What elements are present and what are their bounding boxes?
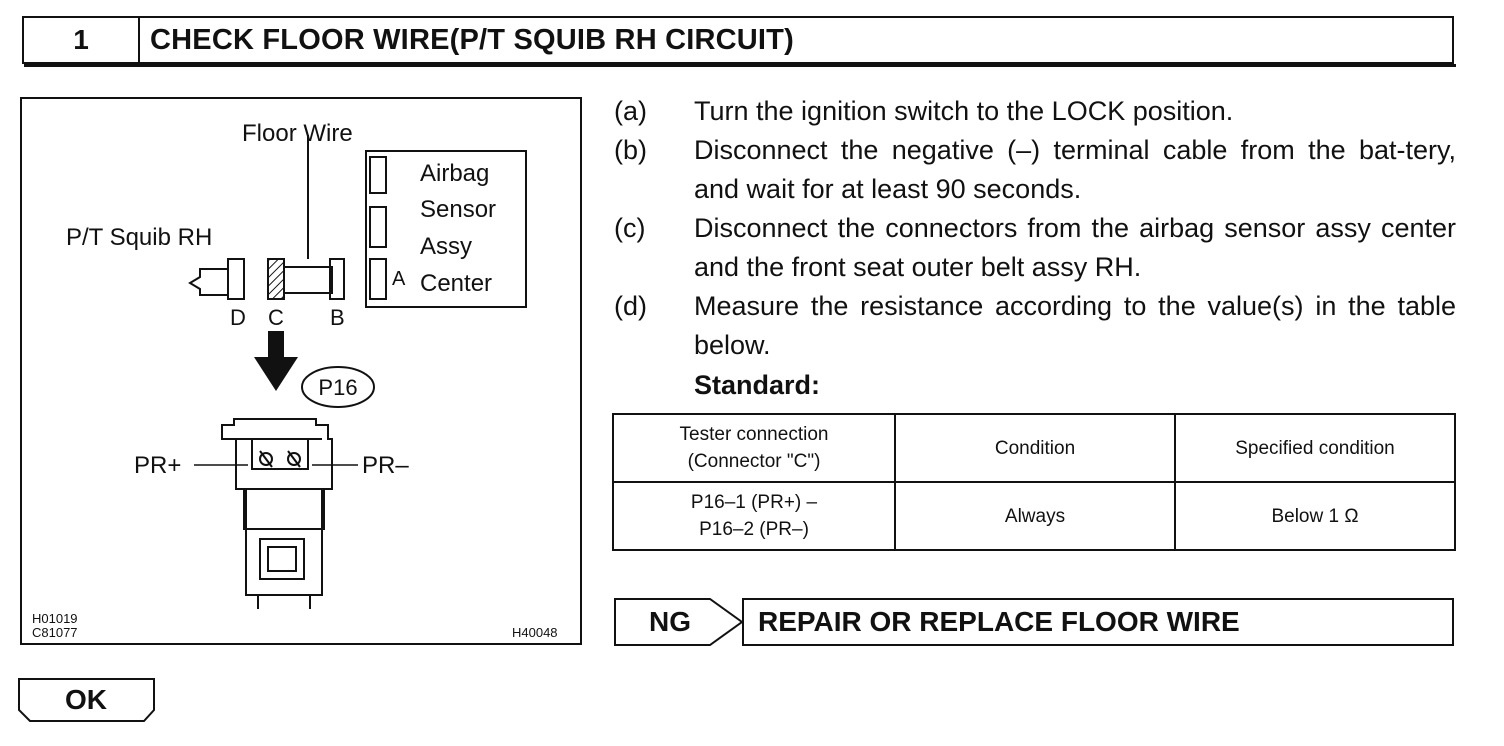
figure-code-2: C81077 — [32, 625, 78, 640]
ok-label: OK — [65, 684, 107, 715]
connector-id-oval — [301, 366, 375, 408]
arrow-shaft — [268, 331, 284, 359]
conn-c-label: C — [268, 305, 284, 330]
wiring-figure: Floor Wire P/T Squib RH Airbag Sensor As… — [20, 97, 582, 645]
pr-plus-label: PR+ — [134, 452, 181, 479]
ng-label: NG — [649, 606, 691, 637]
sensor-label-1: Airbag — [420, 160, 489, 187]
step-text: Disconnect the negative (–) terminal cab… — [694, 135, 1456, 204]
table-cell-spec: Below 1 Ω — [1174, 481, 1456, 551]
connector-diagram: Floor Wire P/T Squib RH Airbag Sensor As… — [32, 120, 558, 640]
step-label: (c) — [614, 213, 646, 243]
resistance-table: Tester connection (Connector "C") Condit… — [612, 413, 1456, 551]
conn-d-label: D — [230, 305, 246, 330]
figure-code-1: H01019 — [32, 611, 78, 626]
header-shadow — [24, 64, 1456, 67]
connector-b — [329, 258, 345, 300]
figure-code-3: H40048 — [512, 625, 558, 640]
table-row: P16–1 (PR+) – P16–2 (PR–) Always Below 1… — [612, 481, 1456, 551]
ng-result: REPAIR OR REPLACE FLOOR WIRE — [742, 598, 1454, 646]
sensor-label-2: Sensor — [420, 196, 496, 223]
conn-a-label: A — [392, 268, 406, 290]
connector-front-view — [221, 418, 333, 609]
step-label: (a) — [614, 96, 647, 126]
step-header: 1 CHECK FLOOR WIRE(P/T SQUIB RH CIRCUIT) — [22, 16, 1454, 64]
ok-arrow-box — [18, 678, 155, 722]
sensor-box — [365, 150, 527, 308]
header-line-1: Tester connection — [679, 424, 829, 445]
table-header-cell: Condition — [894, 413, 1176, 483]
step-number: 1 — [24, 18, 140, 62]
table-cell-condition: Always — [894, 481, 1176, 551]
step-label: (b) — [614, 135, 647, 165]
down-arrow-icon — [254, 357, 298, 391]
step-a: (a) Turn the ignition switch to the LOCK… — [614, 92, 1456, 131]
standard-label: Standard: — [694, 370, 821, 400]
step-text: Disconnect the connectors from the airba… — [694, 213, 1456, 282]
sensor-label-3: Assy — [420, 233, 472, 260]
ng-arrow-box — [614, 598, 744, 646]
step-b: (b) Disconnect the negative (–) terminal… — [614, 131, 1456, 209]
sensor-connector-2 — [369, 206, 387, 248]
step-title: CHECK FLOOR WIRE(P/T SQUIB RH CIRCUIT) — [150, 24, 794, 56]
squib-label: P/T Squib RH — [66, 224, 212, 251]
header-line-2: (Connector "C") — [687, 451, 821, 472]
step-label: (d) — [614, 291, 647, 321]
floor-wire-body — [283, 266, 333, 294]
step-text: Turn the ignition switch to the LOCK pos… — [694, 96, 1234, 126]
connection-line-1: P16–1 (PR+) – — [690, 492, 818, 513]
connector-d — [227, 258, 245, 300]
sensor-connector-1 — [369, 156, 387, 194]
table-header-row: Tester connection (Connector "C") Condit… — [612, 413, 1456, 483]
table-header-cell: Specified condition — [1174, 413, 1456, 483]
table-cell-connection: P16–1 (PR+) – P16–2 (PR–) — [612, 481, 896, 551]
conn-b-label: B — [330, 305, 345, 330]
step-c: (c) Disconnect the connectors from the a… — [614, 209, 1456, 287]
squib-plug — [188, 268, 228, 296]
procedure-steps: (a) Turn the ignition switch to the LOCK… — [614, 92, 1456, 405]
pr-minus-label: PR– — [362, 452, 409, 479]
floor-wire-label: Floor Wire — [242, 120, 353, 147]
sensor-label-4: Center — [420, 270, 492, 297]
connection-line-2: P16–2 (PR–) — [699, 519, 809, 540]
connector-c — [267, 258, 285, 300]
step-d: (d) Measure the resistance according to … — [614, 287, 1456, 365]
step-text: Measure the resistance according to the … — [694, 291, 1456, 360]
table-header-cell: Tester connection (Connector "C") — [612, 413, 896, 483]
sensor-connector-a — [369, 258, 387, 300]
connector-id-label: P16 — [318, 375, 357, 400]
